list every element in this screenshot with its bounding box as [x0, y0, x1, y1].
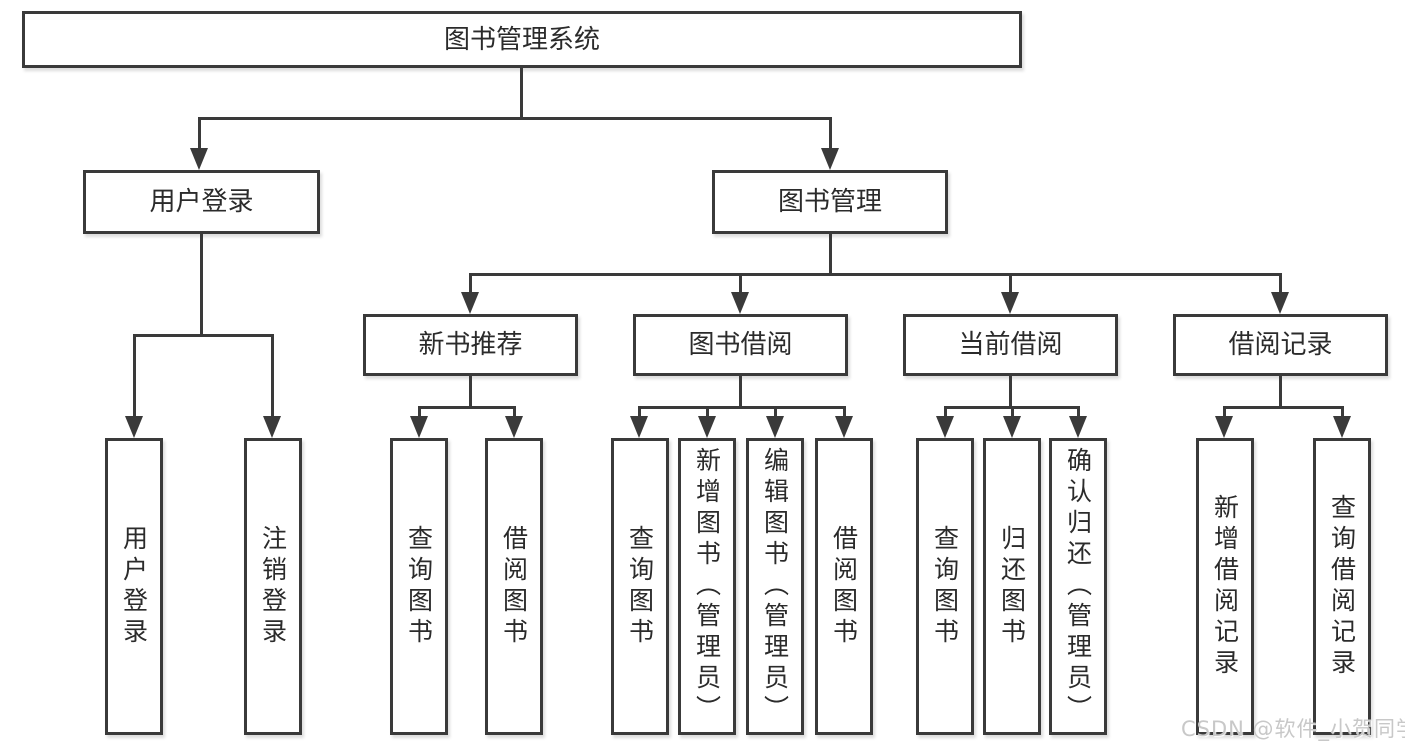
- connector-drop-leaf: [1223, 406, 1226, 419]
- connector-user-login-cross: [133, 334, 274, 337]
- arrow-down-icon: [461, 292, 479, 314]
- connector-user-login-stem: [200, 234, 203, 337]
- leaf-borrow-books-recommend: 借阅图书: [485, 438, 543, 735]
- arrow-down-icon: [263, 416, 281, 438]
- arrow-down-icon: [1003, 416, 1021, 438]
- leaf-query-borrow-record: 查询借阅记录: [1313, 438, 1371, 735]
- connector-book-management-cross: [469, 273, 1282, 276]
- arrow-down-icon: [821, 148, 839, 170]
- connector-drop-leaf: [1341, 406, 1344, 419]
- connector-group-stem: [739, 376, 742, 409]
- connector-drop-leaf: [1011, 406, 1014, 419]
- leaf-logout: 注销登录: [244, 438, 302, 735]
- connector-drop-leaf: [1077, 406, 1080, 419]
- connector-drop-user-login: [198, 117, 201, 151]
- connector-drop-leaf: [774, 406, 777, 419]
- connector-drop-group: [739, 273, 742, 295]
- node-book-borrowing: 图书借阅: [633, 314, 848, 376]
- leaf-query-books-current: 查询图书: [916, 438, 974, 735]
- leaf-return-books: 归还图书: [983, 438, 1041, 735]
- node-new-book-recommendation: 新书推荐: [363, 314, 578, 376]
- connector-group-cross: [638, 406, 846, 409]
- arrow-down-icon: [1069, 416, 1087, 438]
- connector-group-cross: [418, 406, 516, 409]
- leaf-edit-book-admin: 编辑图书（管理员）: [746, 438, 804, 735]
- node-user-login: 用户登录: [83, 170, 320, 234]
- leaf-confirm-return-admin: 确认归还（管理员）: [1049, 438, 1107, 735]
- arrow-down-icon: [835, 416, 853, 438]
- connector-drop-leaf: [843, 406, 846, 419]
- leaf-user-login: 用户登录: [105, 438, 163, 735]
- leaf-query-books-recommend: 查询图书: [390, 438, 448, 735]
- connector-root-stem: [520, 68, 523, 120]
- arrow-down-icon: [1001, 292, 1019, 314]
- connector-drop-book-management: [829, 117, 832, 151]
- arrow-down-icon: [766, 416, 784, 438]
- leaf-borrow-books-borrowing: 借阅图书: [815, 438, 873, 735]
- connector-group-cross: [1223, 406, 1344, 409]
- connector-drop-leaf: [706, 406, 709, 419]
- leaf-add-borrow-record: 新增借阅记录: [1196, 438, 1254, 735]
- arrow-down-icon: [1215, 416, 1233, 438]
- connector-drop-leaf: [133, 334, 136, 419]
- arrow-down-icon: [1271, 292, 1289, 314]
- arrow-down-icon: [1333, 416, 1351, 438]
- connector-group-stem: [1279, 376, 1282, 409]
- node-borrowing-records: 借阅记录: [1173, 314, 1388, 376]
- connector-drop-leaf: [513, 406, 516, 419]
- connector-group-stem: [469, 376, 472, 409]
- arrow-down-icon: [630, 416, 648, 438]
- connector-drop-group: [1279, 273, 1282, 295]
- connector-book-management-stem: [829, 234, 832, 276]
- connector-drop-leaf: [638, 406, 641, 419]
- connector-group-stem: [1009, 376, 1012, 409]
- csdn-watermark: CSDN @软件_小贺同学: [1181, 717, 1405, 741]
- leaf-query-books-borrowing: 查询图书: [611, 438, 669, 735]
- arrow-down-icon: [505, 416, 523, 438]
- connector-drop-leaf: [418, 406, 421, 419]
- connector-drop-leaf: [271, 334, 274, 419]
- arrow-down-icon: [698, 416, 716, 438]
- node-library-management-system: 图书管理系统: [22, 11, 1022, 68]
- connector-drop-group: [1009, 273, 1012, 295]
- arrow-down-icon: [190, 148, 208, 170]
- connector-root-cross: [198, 117, 832, 120]
- arrow-down-icon: [731, 292, 749, 314]
- connector-drop-group: [469, 273, 472, 295]
- arrow-down-icon: [936, 416, 954, 438]
- leaf-add-book-admin: 新增图书（管理员）: [678, 438, 736, 735]
- arrow-down-icon: [125, 416, 143, 438]
- arrow-down-icon: [410, 416, 428, 438]
- connector-drop-leaf: [944, 406, 947, 419]
- node-current-borrowing: 当前借阅: [903, 314, 1118, 376]
- node-book-management: 图书管理: [712, 170, 948, 234]
